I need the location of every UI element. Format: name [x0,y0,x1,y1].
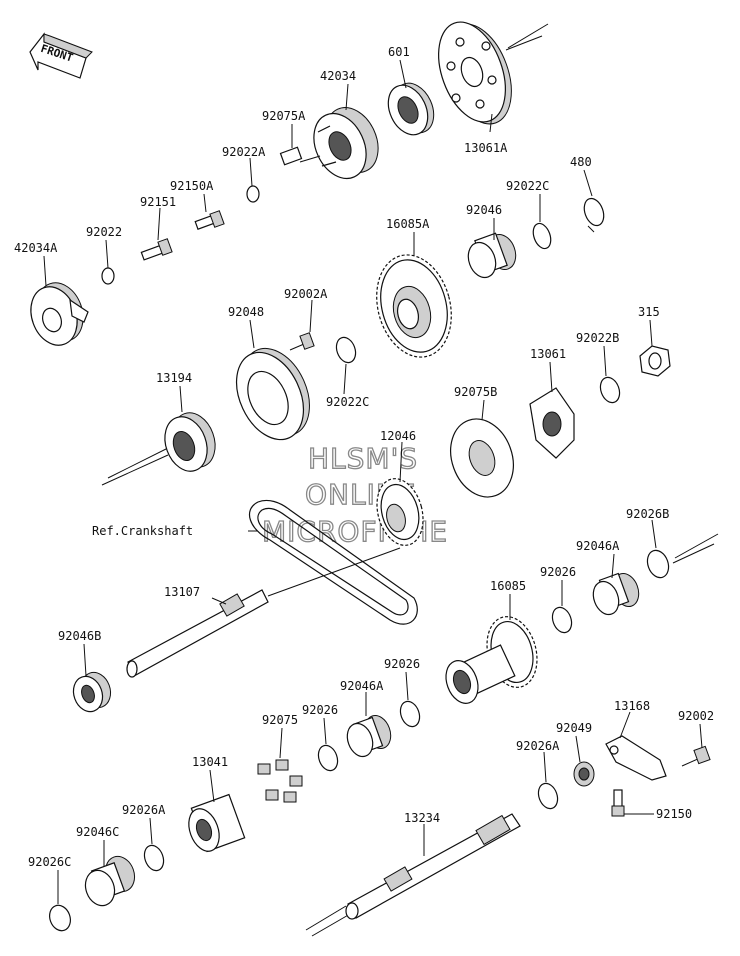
part-92075b-damper [450,418,514,498]
label-92022c-top: 92022C [506,179,549,193]
label-480: 480 [570,155,592,169]
label-leaders [43,59,703,904]
part-92022a-washer [246,185,260,203]
label-13061a: 13061A [464,141,508,155]
part-16085-gear [445,616,538,704]
part-92026-washer [551,606,573,634]
part-13041-hub [188,793,246,853]
part-16085a-gear [376,254,452,358]
label-92022a: 92022A [222,145,266,159]
label-92022b: 92022B [576,331,619,345]
part-92022b-washer [599,376,621,404]
part-92046a-needle-bearing [592,572,640,616]
label-315: 315 [638,305,660,319]
part-13168-lever [605,735,667,781]
part-92022c-washer [532,222,552,250]
part-92151-bolt [140,238,173,261]
label-92026-mid: 92026 [384,657,420,671]
label-42034: 42034 [320,69,356,83]
part-12046-sprocket [376,478,424,546]
label-92075: 92075 [262,713,298,727]
label-92046c: 92046C [76,825,119,839]
label-92151: 92151 [140,195,176,209]
label-92002: 92002 [678,709,714,723]
label-13061: 13061 [530,347,566,361]
label-92002a: 92002A [284,287,328,301]
label-92046a-right: 92046A [576,539,620,553]
part-92022-washer [101,267,115,285]
part-92075a-rubber [279,146,321,166]
part-92026-washer-3 [317,744,339,772]
watermark-line-1: HLSM'S [308,442,418,475]
part-13234-shaft [345,813,521,920]
label-92026-right: 92026 [540,565,576,579]
part-92026a-washer-2 [537,782,559,810]
part-92022c-washer-2 [335,336,357,364]
part-92046a-needle-bearing-2 [346,715,392,758]
label-601: 601 [388,45,410,59]
label-92026c: 92026C [28,855,71,869]
part-92046c-needle-bearing [84,855,136,907]
part-92026b-washer [646,549,670,579]
part-92026c-washer [49,904,71,932]
label-13234: 13234 [404,811,440,825]
part-92002-bolt [681,745,711,767]
label-13168: 13168 [614,699,650,713]
part-92075-damper [257,759,303,803]
label-92026-low: 92026 [302,703,338,717]
part-315-nut [639,345,671,377]
label-92049: 92049 [556,721,592,735]
part-13061a-flange [438,21,512,125]
label-92048: 92048 [228,305,264,319]
part-92026-washer-2 [399,700,421,728]
label-92026a-right: 92026A [516,739,560,753]
part-92150-bolt [611,789,625,817]
part-92150a-bolt [194,210,225,230]
part-92046b-bearing [72,671,112,713]
label-92026b: 92026B [626,507,669,521]
part-13061-hub [529,387,575,459]
part-601-bearing [387,82,435,136]
label-92046a-mid: 92046A [340,679,384,693]
label-92150: 92150 [656,807,692,821]
center-lines [101,23,719,937]
label-92022: 92022 [86,225,122,239]
label-16085a: 16085A [386,217,430,231]
part-42034-housing [313,107,379,180]
part-13194-collar [164,412,216,472]
label-92075b: 92075B [454,385,497,399]
label-16085: 16085 [490,579,526,593]
label-13194: 13194 [156,371,192,385]
label-92150a: 92150A [170,179,214,193]
label-92046: 92046 [466,203,502,217]
part-92048-ring [235,347,310,441]
part-92049-seal [573,761,595,787]
label-92022c-mid: 92022C [326,395,369,409]
front-arrow-icon: FRONT [29,32,93,79]
part-480-circlip [583,197,605,233]
label-42034a: 42034A [14,241,58,255]
label-92046b: 92046B [58,629,101,643]
label-92075a: 92075A [262,109,306,123]
label-13041: 13041 [192,755,228,769]
part-42034a-hub [30,282,89,346]
label-ref-crankshaft: Ref.Crankshaft [92,524,193,538]
part-92002a-bolt [289,332,315,351]
part-13107-shaft [126,547,401,678]
label-13107: 13107 [164,585,200,599]
timing-chain [248,499,418,625]
part-92026a-washer [143,844,165,872]
label-92026a-left: 92026A [122,803,166,817]
part-labels: 601 42034 92075A 13061A 92022A 480 92022… [14,45,714,869]
part-92046-needle-bearing [467,232,517,279]
label-12046: 12046 [380,429,416,443]
